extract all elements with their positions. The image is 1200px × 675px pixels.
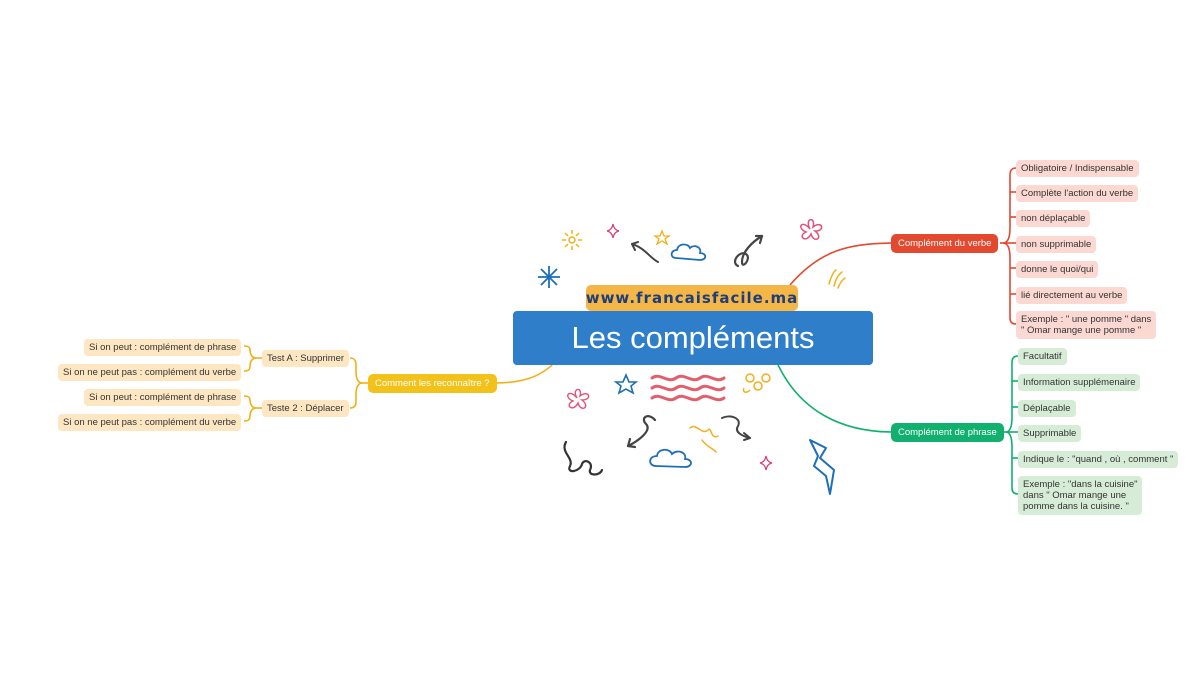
arrow-icon [721,415,751,441]
phrase-example-line3: pomme dans la cuisine. " [1023,501,1129,512]
test-2-node[interactable]: Teste 2 : Déplacer [262,400,349,417]
squiggle-icon [563,440,604,476]
phrase-item[interactable]: Supprimable [1018,425,1082,442]
sun-icon [562,230,582,250]
arrow-icon [631,241,659,263]
verbe-item[interactable]: donne le quoi/qui [1016,261,1099,278]
verbe-item[interactable]: Complète l'action du verbe [1016,185,1139,202]
cloud-icon [670,243,707,261]
verbe-item[interactable]: Obligatoire / Indispensable [1016,160,1139,177]
verbe-example-line2: " Omar mange une pomme " [1021,325,1142,336]
branch-complement-de-phrase[interactable]: Complément de phrase [891,423,1004,442]
phrase-item[interactable]: Facultatif [1018,348,1067,365]
verbe-example[interactable]: Exemple : " une pomme " dans " Omar mang… [1016,311,1157,339]
phrase-example-line1: Exemple : "dans la cuisine" [1023,479,1138,490]
branch-comment-les-reconnaitre[interactable]: Comment les reconnaître ? [368,374,497,393]
test-2-yes[interactable]: Si on peut : complément de phrase [84,389,242,406]
cloud-icon [649,448,692,468]
snowflake-icon [538,266,560,288]
test-a-node[interactable]: Test A : Supprimer [262,350,350,367]
test-2-no[interactable]: Si on ne peut pas : complément du verbe [58,414,242,431]
wave-icon [650,374,726,402]
lightning-icon [809,439,835,495]
verbe-example-line1: Exemple : " une pomme " dans [1021,314,1152,325]
star-icon [653,229,671,246]
verbe-item[interactable]: non déplaçable [1016,210,1091,227]
reconnaitre-connectors [243,345,556,422]
branch-complement-du-verbe[interactable]: Complément du verbe [891,234,999,253]
test-a-yes[interactable]: Si on peut : complément de phrase [84,339,242,356]
sparkle-icon [759,455,773,471]
arrow-icon [733,234,764,268]
site-label[interactable]: www.francaisfacile.ma [586,285,798,311]
flower-icon [742,373,771,393]
squiggle-icon [689,425,719,453]
phrase-connectors [777,355,1019,495]
arrow-icon [626,415,657,449]
verbe-item[interactable]: non supprimable [1016,236,1097,253]
verbe-connectors [789,167,1017,325]
phrase-item[interactable]: Indique le : "quand , où , comment " [1018,451,1179,468]
test-a-no[interactable]: Si on ne peut pas : complément du verbe [58,364,242,381]
flower-icon [800,219,823,241]
phrase-example[interactable]: Exemple : "dans la cuisine" dans " Omar … [1018,476,1143,515]
phrase-example-line2: dans " Omar mange une [1023,490,1127,501]
star-icon [613,372,639,395]
sparkle-icon [606,223,620,239]
phrase-item[interactable]: Déplaçable [1018,400,1076,417]
phrase-item[interactable]: Information supplémenaire [1018,374,1141,391]
flower-icon [567,388,590,409]
wave-icon [828,269,846,289]
verbe-item[interactable]: lié directement au verbe [1016,287,1128,304]
central-topic[interactable]: Les compléments [513,311,873,365]
